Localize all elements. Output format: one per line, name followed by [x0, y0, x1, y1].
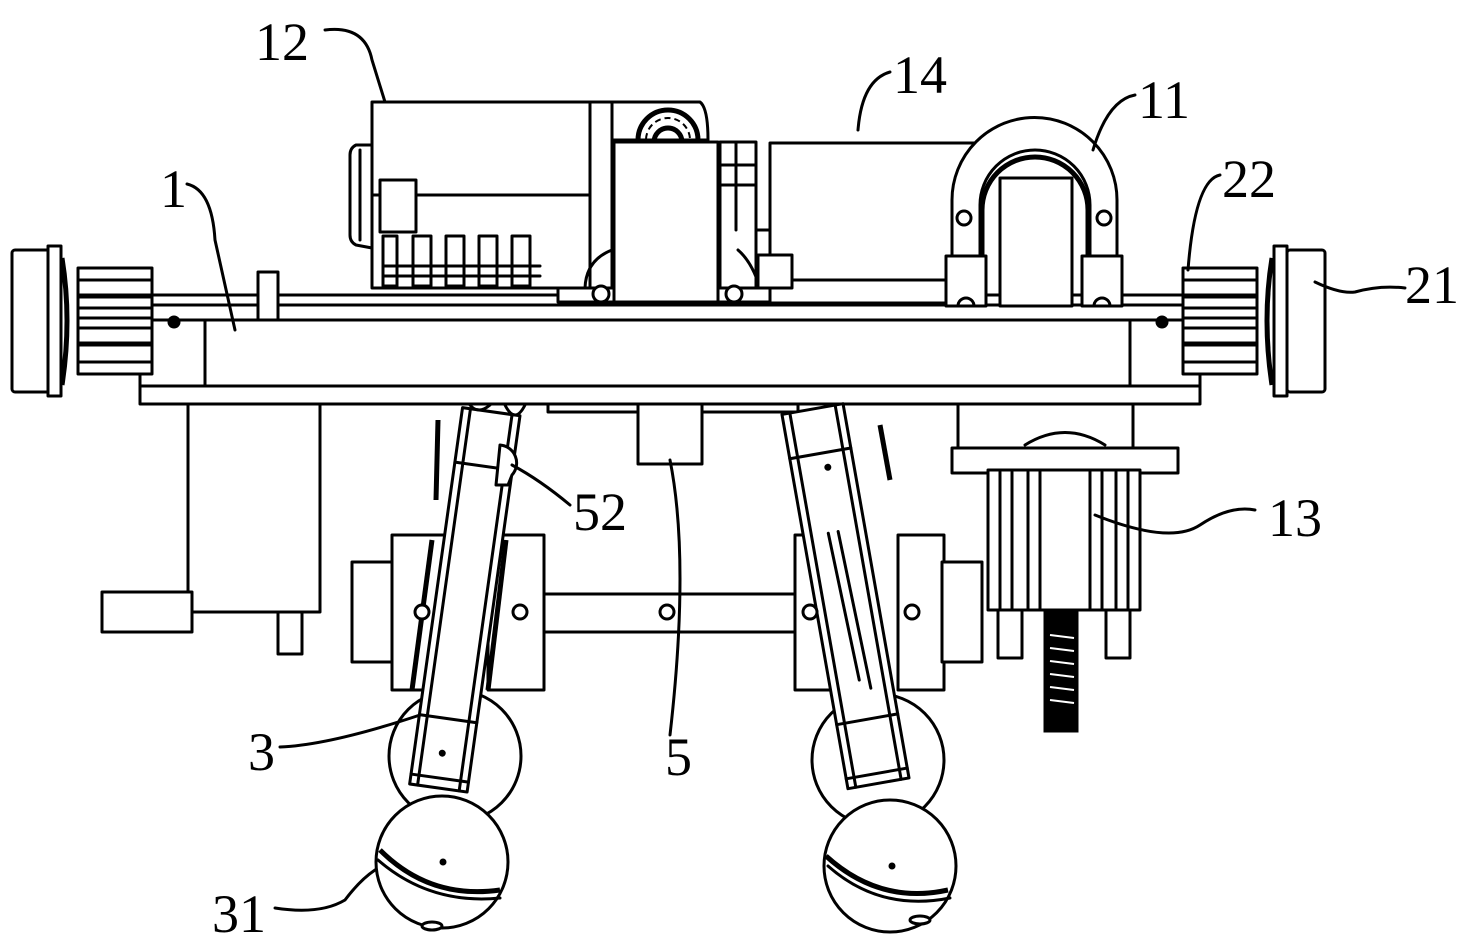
arched-bracket [944, 116, 1124, 308]
leader-1 [185, 182, 237, 332]
label-5: 5 [665, 727, 692, 787]
label-13: 13 [1268, 488, 1322, 548]
right-wheel-assembly [1181, 244, 1327, 398]
leader-21 [1313, 280, 1407, 294]
label-11: 11 [1138, 70, 1190, 130]
label-31: 31 [212, 884, 266, 944]
leader-22 [1186, 173, 1222, 272]
label-14: 14 [893, 45, 947, 105]
left-swing-unit [350, 403, 546, 932]
label-3: 3 [248, 722, 275, 782]
motor-fins [381, 234, 542, 288]
label-52: 52 [573, 482, 627, 542]
lifting-actuator [950, 402, 1180, 733]
leader-52 [510, 463, 572, 507]
center-block [546, 402, 800, 466]
leader-31 [273, 868, 377, 912]
drive-motor [348, 100, 614, 290]
leader-5 [668, 458, 682, 737]
gearbox [556, 100, 780, 304]
lower-crossbar [538, 592, 802, 634]
frame-body [138, 315, 1202, 406]
leader-12 [323, 27, 387, 104]
label-1: 1 [160, 159, 187, 219]
left-wheel-assembly [10, 244, 154, 398]
label-12: 12 [255, 12, 309, 72]
right-swing-unit [780, 402, 984, 934]
leader-lines [185, 27, 1407, 912]
label-22: 22 [1222, 149, 1276, 209]
leader-14 [856, 70, 892, 132]
left-lower-housing [100, 402, 322, 656]
leader-13 [1093, 507, 1257, 535]
leader-11 [1091, 93, 1137, 152]
label-21: 21 [1405, 255, 1459, 315]
reference-labels: 12 14 11 22 21 1 52 13 5 3 31 [160, 12, 1459, 944]
leader-3 [278, 713, 422, 749]
